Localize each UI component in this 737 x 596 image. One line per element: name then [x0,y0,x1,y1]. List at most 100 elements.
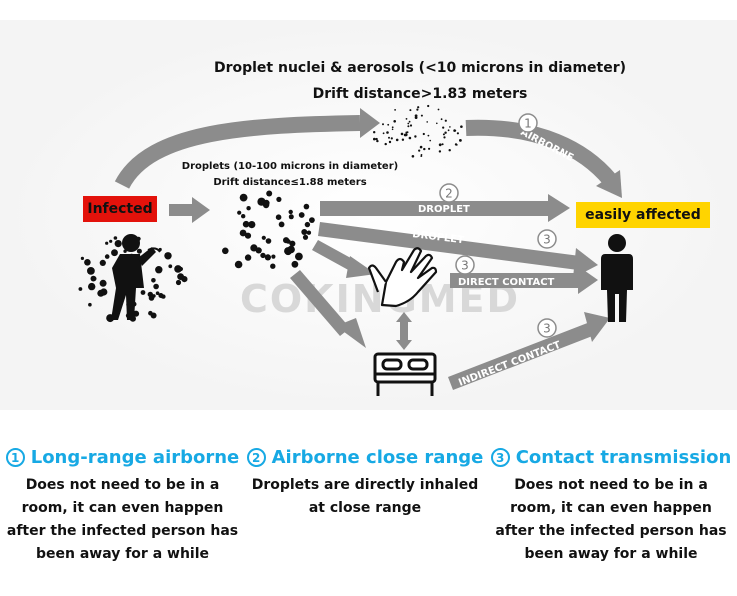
panel-3-line-4: been away for a while [524,546,698,562]
aerosol-particle [443,136,446,139]
aerosol-particle [427,134,430,137]
infected-particle [136,248,142,254]
panel-1-title: Long-range airborne [30,447,240,468]
droplet-particle [239,193,248,202]
droplet-particle [241,214,246,219]
infected-particle [87,267,95,275]
easily-affected-tag: easily affected [576,202,710,228]
airborne-arrow [114,115,361,190]
direct-contact-arrow-head [578,266,598,294]
aerosol-particle [414,114,418,118]
coughing-person-icon [111,234,161,320]
panel-1-line-1: Does not need to be in a [25,477,220,493]
infected-particle [175,279,182,286]
infected-particle [78,287,83,291]
droplets-to-hand-arrow [312,240,358,272]
aerosol-particle [438,150,442,153]
droplet-arrow-1 [320,201,550,216]
standing-person-icon [601,234,633,322]
droplets-to-hand-arrow-head [346,256,376,278]
aerosol-particle [373,137,376,141]
aerosol-particle [401,138,405,141]
infected-particle [148,310,153,316]
aerosol-particle [386,131,389,134]
infected-particle [151,278,156,283]
aerosol-particle [388,136,390,139]
aerosol-particle [391,128,394,131]
aerosol-particle [422,132,425,136]
panel-2-line-2: at close range [308,500,422,516]
infected-particle [155,266,163,274]
droplet-particle [291,260,299,268]
droplet-particle [237,210,242,215]
droplet-particle [298,212,305,218]
droplet-particle [244,254,252,261]
indirect-contact-arrow [448,322,595,390]
aerosol-particle [423,147,426,151]
droplet-particle [261,235,266,240]
droplet-arrow-1-head [548,194,570,222]
infected-particle [113,236,118,240]
droplet-particle [284,247,293,256]
droplet-particle [222,247,229,255]
aerosol-particle [388,140,392,144]
aerosol-particle [429,139,432,142]
arrow-label-direct-contact: DIRECT CONTACT [458,277,555,288]
infected-particle [155,291,160,296]
aerosol-particle [460,125,463,128]
droplet-particle [302,234,309,240]
aerosol-particle [438,143,442,147]
droplet-particle [263,199,270,207]
infected-particle [80,256,84,260]
infected-particle [99,259,106,266]
droplet-particle [255,247,262,254]
droplet-caption-line1: Droplets (10-100 microns in diameter) [181,161,399,172]
droplet-particle [264,254,271,261]
droplet-particle [265,238,272,244]
infected-particle [164,252,172,260]
aerosol-particle [395,138,399,142]
droplet-particle [276,196,282,202]
aerosol-particle [414,135,417,138]
infected-particle [181,276,188,283]
aerosol-particle [394,109,396,111]
droplet-particle [295,252,303,261]
panel-2-number: 2 [246,448,266,467]
droplet-particle [288,209,293,215]
aerosol-particle [405,118,408,120]
infected-particle [168,264,173,269]
droplet-particle [275,214,282,220]
hand-bed-arrow-down [396,340,412,350]
droplet-particle [309,217,315,224]
infected-to-droplets-arrow-head [192,197,210,223]
svg-text:1: 1 [524,117,532,131]
aerosol-particle [442,126,445,129]
airborne-arrow-head [360,108,380,138]
infected-particle [148,295,155,301]
aerosol-particle [373,131,376,134]
droplets-to-bed-arrow-head [336,318,366,348]
aerosol-particle [427,104,430,108]
panel-3-title: Contact transmission [515,447,732,468]
indirect-contact-arrow-head [584,312,610,342]
svg-text:3: 3 [543,322,551,336]
droplet-particle [248,221,256,229]
droplets-to-bed-arrow [290,270,350,336]
marker-3-droplet: 3 [537,229,557,249]
marker-3-indirect-contact: 3 [537,318,557,338]
droplet-particle [286,239,291,244]
droplet-particle [288,214,294,220]
droplet-particle [234,260,243,269]
marker-2-droplet: 2 [439,183,459,203]
droplet-particle [246,206,251,211]
aerosol-particle [382,123,384,126]
svg-text:3: 3 [461,259,469,273]
aerosol-particle [419,145,423,149]
aerosol-particle [409,109,412,112]
aerosol-particle [455,144,458,146]
aerosol-caption-line1: Droplet nuclei & aerosols (<10 microns i… [213,60,627,76]
aerosol-particle [411,155,415,158]
aerosol-particle [459,139,462,142]
